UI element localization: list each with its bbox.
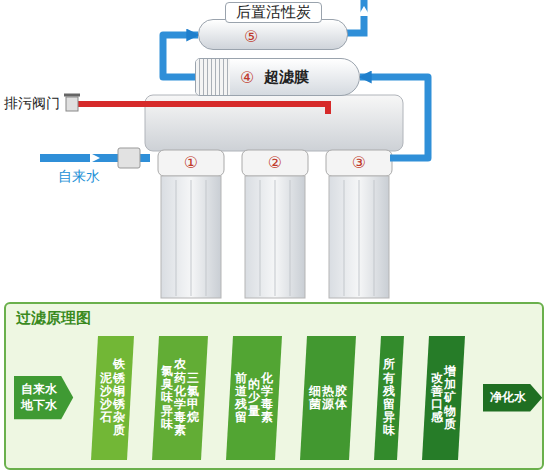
callout-number: ③ (328, 153, 390, 172)
cap (158, 150, 224, 176)
cap (242, 150, 308, 176)
water-pipe (360, 77, 428, 158)
stage-text: 的少量 (248, 378, 260, 418)
filter-cartridge: ① (160, 150, 222, 298)
principle-panel: 过滤原理图自来水 地下水泥沙沙石铁锈铜锈杂质氯臭味异味农药化学毒素三氯甲烷前道残… (4, 302, 544, 470)
stage-text: 氯臭味异味 (161, 365, 173, 431)
stage-text: 增加矿物质 (444, 365, 456, 431)
membrane-pleats (196, 59, 230, 95)
drain-valve (66, 97, 78, 111)
shape-fill (226, 336, 282, 460)
stage-text: 胶体 (335, 385, 347, 411)
shape-fill (483, 384, 542, 412)
stage-text: 改善口感 (431, 372, 443, 425)
stage-band-shape (422, 336, 465, 460)
stage-text: 前道残留 (235, 372, 247, 425)
filter-stage: 氯臭味异味农药化学毒素三氯甲烷 (152, 336, 208, 460)
stage-text: 所有残留异味 (383, 358, 395, 437)
shape-fill (152, 336, 208, 460)
callout-number: ④ (240, 68, 254, 87)
outlet-pipe (346, 0, 364, 33)
part-name: 超滤膜 (264, 68, 309, 87)
inlet-valve (118, 148, 140, 168)
stage-text: 细菌 (309, 385, 321, 411)
flow-arrow (90, 153, 100, 163)
callout-number: ① (160, 153, 222, 172)
cartridge-housings (158, 150, 392, 298)
stage-text: 泥沙沙石 (100, 372, 112, 425)
shape-fill (91, 336, 134, 460)
stage-text: 热源 (322, 385, 334, 411)
callout-number: ② (244, 153, 306, 172)
filter-stage: 所有残留异味 (374, 336, 404, 460)
filter-cartridge: ③ (328, 150, 390, 298)
shape-fill (300, 336, 356, 460)
inlet-label: 自来水 (58, 168, 100, 186)
stage-text: 三氯甲烷 (187, 372, 199, 425)
filter-cartridge: ② (244, 150, 306, 298)
source-arrow: 自来水 地下水 (14, 376, 73, 419)
stage-band-shape (91, 336, 134, 460)
valve-handle (64, 94, 80, 97)
part-name: 后置活性炭 (225, 2, 322, 23)
cap (326, 150, 392, 176)
filter-stage: 改善口感增加矿物质 (422, 336, 465, 460)
output-label: 净化水 (489, 390, 526, 406)
filter-stage: 细菌热源胶体 (300, 336, 356, 460)
flow-arrow (358, 6, 370, 16)
housing-ribs (176, 180, 374, 296)
panel-title: 过滤原理图 (16, 309, 91, 328)
shape-fill (374, 336, 404, 460)
filter-stage: 前道残留的少量化学毒素 (226, 336, 282, 460)
stage-text: 化学毒素 (261, 372, 273, 425)
callout-number: ⑤ (244, 23, 258, 51)
valve-label: 排污阀门 (4, 95, 60, 113)
shape-fill (14, 376, 73, 419)
uf-membrane: ④ 超滤膜 (195, 58, 360, 96)
stage-text: 铁锈铜锈杂质 (113, 358, 125, 437)
filter-stage: 泥沙沙石铁锈铜锈杂质 (91, 336, 134, 460)
drain-pipe (78, 104, 328, 114)
stage-text: 农药化学毒素 (174, 358, 186, 437)
shape-fill (422, 336, 465, 460)
carbon-filter: 后置活性炭⑤ (198, 2, 348, 50)
source-label: 自来水 地下水 (20, 382, 57, 413)
water-pipe (163, 35, 198, 77)
output-arrow: 净化水 (483, 384, 542, 412)
